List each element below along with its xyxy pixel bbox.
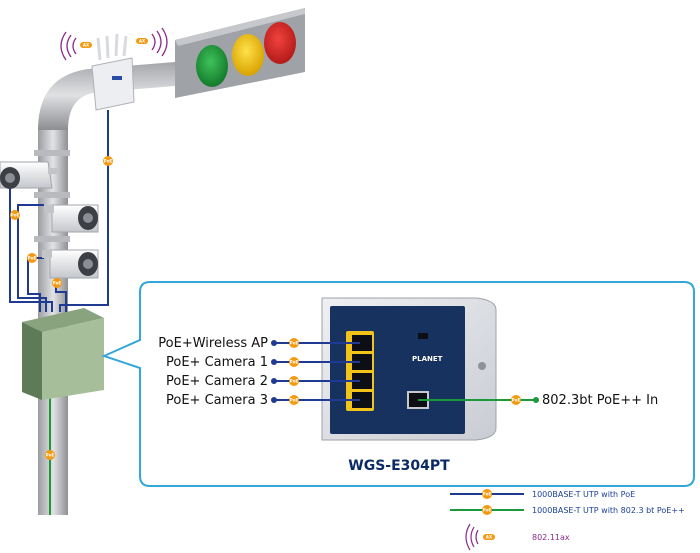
port-label-camera-3: PoE+ Camera 3 [166,393,268,408]
traffic-light [175,8,305,98]
svg-text:PoE: PoE [46,453,55,458]
traffic-light-green [196,45,228,87]
traffic-light-yellow [232,34,264,76]
switch-device: PLANET [321,297,497,441]
wifi-badge-left: AX [80,42,92,48]
legend-80211ax: 802.11ax [532,533,570,542]
poe-badge-port1: PoE [289,338,299,348]
svg-text:PoE: PoE [483,508,492,513]
poe-badge-ap: PoE [103,156,113,166]
wifi-legend-icon [465,523,479,551]
poe-badge-cam3: PoE [52,278,62,288]
svg-text:PoE: PoE [483,492,492,497]
port-label-wireless-ap: PoE+Wireless AP [158,336,268,351]
poe-badge-pole: PoE [45,450,55,460]
uplink-label: 802.3bt PoE++ In [542,393,658,408]
enclosure-box [22,308,104,400]
poe-badge-uplink: PoE [511,395,521,405]
poe-badge-cam1: PoE [10,210,20,220]
svg-text:AX: AX [139,39,145,44]
svg-text:PoE: PoE [290,379,299,384]
camera-3 [42,249,99,279]
svg-text:PoE: PoE [53,281,62,286]
port-label-camera-2: PoE+ Camera 2 [166,374,268,389]
svg-text:PoE: PoE [290,360,299,365]
svg-text:PoE: PoE [28,256,37,261]
poe-badge-cam2: PoE [27,253,37,263]
poe-badge-port3: PoE [289,376,299,386]
camera-2 [44,204,99,233]
poe-badge-port4: PoE [289,395,299,405]
switch-model-name: WGS-E304PT [348,458,450,474]
poe-badge-port2: PoE [289,357,299,367]
svg-text:AX: AX [486,535,492,540]
svg-text:AX: AX [83,43,89,48]
brand-logo: PLANET [412,355,443,363]
legend-poe: 1000BASE-T UTP with PoE [532,490,635,499]
wifi-badge-right: AX [136,38,148,44]
svg-text:PoE: PoE [290,398,299,403]
svg-text:PoE: PoE [290,341,299,346]
camera-1 [0,161,58,189]
svg-text:PoE: PoE [11,213,20,218]
wireless-ap [91,33,135,111]
legend-poepp: 1000BASE-T UTP with 802.3 bt PoE++ [532,506,685,515]
traffic-light-red [264,22,296,64]
port-label-camera-1: PoE+ Camera 1 [166,355,268,370]
svg-text:PoE: PoE [104,159,113,164]
svg-text:PoE: PoE [512,398,521,403]
wifi-signal-icon [60,27,168,61]
legend: PoE 1000BASE-T UTP with PoE PoE 1000BASE… [450,489,685,551]
